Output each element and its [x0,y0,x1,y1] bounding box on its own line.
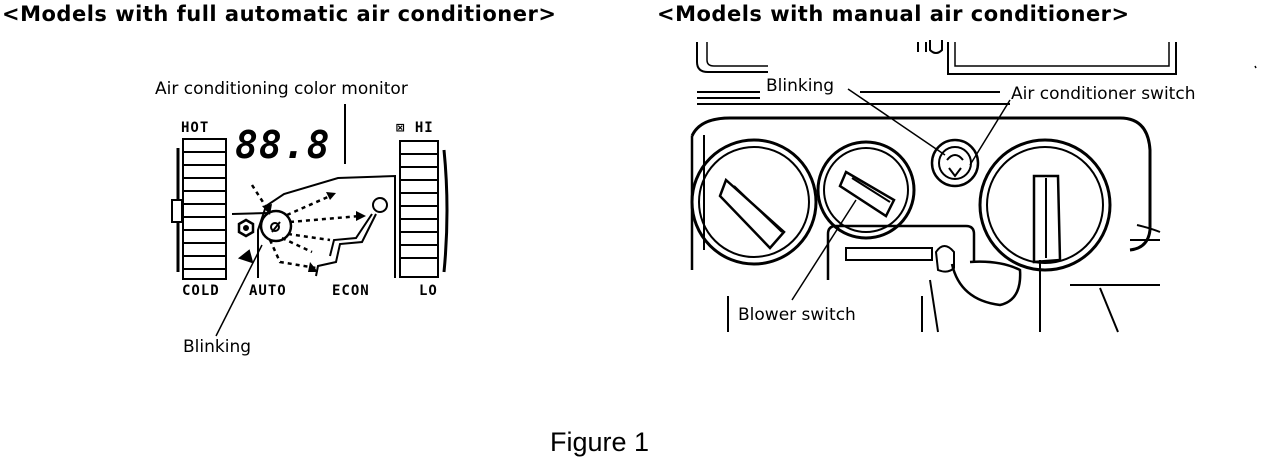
blower-switch-label: Blower switch [738,305,856,325]
blinking-leader-left [215,244,263,337]
blower-knob [816,140,916,240]
mode-knob [978,138,1112,272]
auto-label: AUTO [249,283,287,299]
auto-ac-monitor-diagram [171,104,449,337]
monitor-label: Air conditioning color monitor [155,79,408,99]
temp-bar-left [171,138,227,280]
cold-label: COLD [182,283,220,299]
temperature-knob [690,138,818,266]
blinking-leader-right [847,88,946,156]
figure-caption: Figure 1 [550,427,650,457]
econ-label: ECON [332,283,370,299]
ac-switch-leader [969,99,1011,166]
hot-label: HOT [181,120,210,136]
cabin-outline [257,174,396,278]
heading-auto-models: <Models with full automatic air conditio… [2,2,557,26]
passenger-head [372,197,388,213]
blinking-label-right: Blinking [766,76,835,96]
ac-switch-button [930,138,980,188]
manual-ac-panel-diagram [690,40,1257,333]
fan-bar-right [399,140,449,278]
lo-label: LO [419,283,438,299]
air-flow-arrows [250,184,361,270]
recirc-icon [237,218,255,238]
blinking-label-left: Blinking [183,337,252,357]
ac-switch-label: Air conditioner switch [1011,84,1196,104]
blower-switch-leader [791,199,857,301]
foot-vent-icon [237,249,254,264]
heading-manual-models: <Models with manual air conditioner> [657,2,1130,26]
hi-label: ⊠ HI [396,120,434,136]
temperature-display: 88.8 [235,123,331,167]
blinking-indicator [259,209,293,243]
